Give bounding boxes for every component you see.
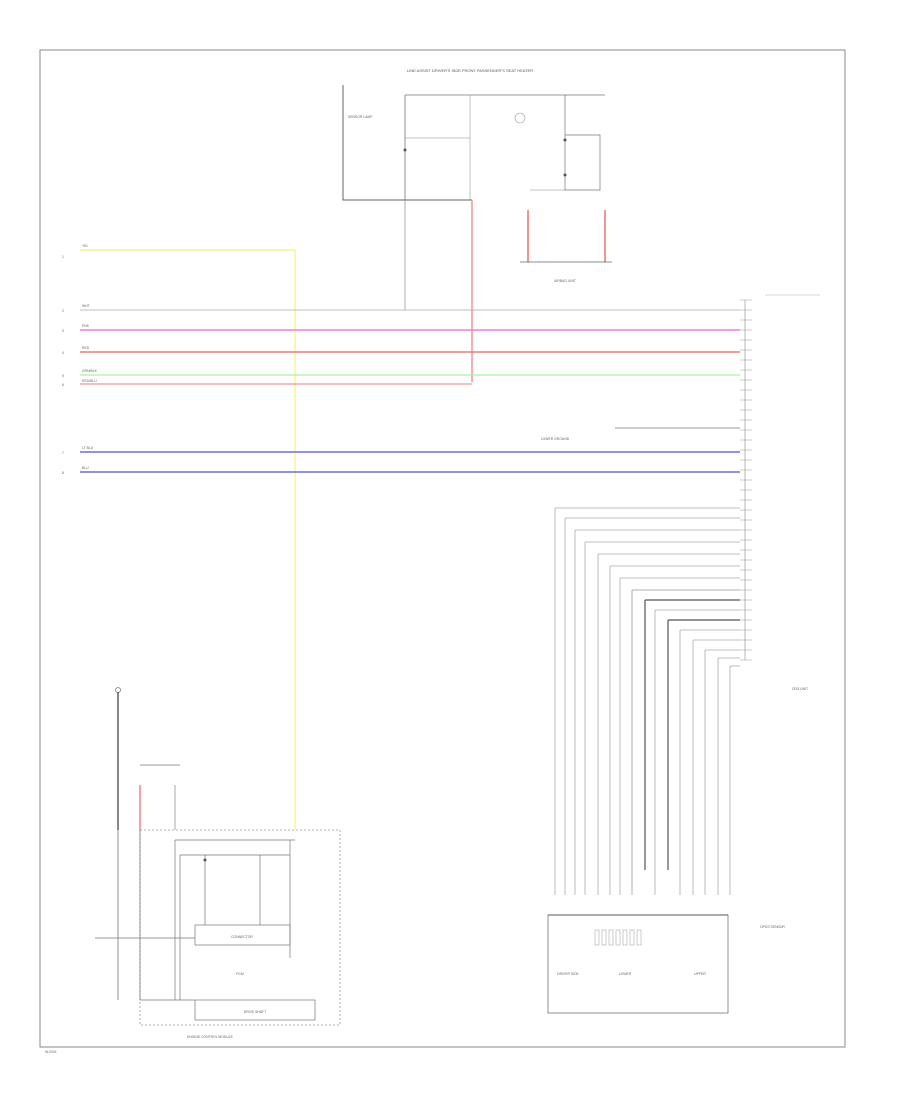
left-lower-section: CONNECTOR DRIVE SHAFT PCM ENGINE CONTROL… (95, 687, 341, 1039)
sensor-element (594, 929, 600, 946)
bulb-icon (514, 112, 526, 124)
svg-text:DRIVER SIDE: DRIVER SIDE (557, 972, 579, 976)
sensor-harness (554, 507, 740, 895)
wire-harness: YEL WHT PNK RED GRN/BLK RED/BLU LT BLU B… (62, 244, 740, 830)
top-drops: AIRBAG UNIT (404, 200, 612, 382)
pin-label: 6 (62, 383, 64, 387)
pin-label: 1 (62, 255, 64, 259)
wire-yellow-label: YEL (82, 244, 89, 248)
sensor-element (622, 929, 628, 946)
svg-text:CONNECTOR: CONNECTOR (231, 935, 253, 939)
ecm-label: ENGINE CONTROL MODULE (187, 1035, 234, 1039)
sensor-element (636, 929, 642, 946)
sensor-block-label: OPDS SENSOR (760, 925, 785, 929)
svg-text:UPPER: UPPER (694, 972, 706, 976)
diagram-frame (39, 49, 846, 1048)
svg-text:GRN/BLK: GRN/BLK (82, 369, 98, 373)
airbag-unit-label: AIRBAG UNIT (554, 279, 576, 283)
svg-text:RED: RED (82, 346, 90, 350)
sensor-element (629, 929, 635, 946)
sensor-element (615, 929, 621, 946)
sensor-element (601, 929, 607, 946)
svg-text:PNK: PNK (82, 324, 90, 328)
ecm-box (139, 829, 341, 1026)
svg-text:BLU: BLU (82, 466, 89, 470)
right-connector-label: ODS UNIT (792, 687, 808, 691)
pin-label: 5 (62, 374, 64, 378)
top-module: LINE ASSIST DRIVER'S SIDE FRONT PASSENGE… (342, 68, 605, 201)
pin-label: 3 (62, 329, 64, 333)
right-connector: ODS UNIT (740, 294, 820, 691)
svg-text:LOWER: LOWER (619, 972, 632, 976)
top-module-title: LINE ASSIST DRIVER'S SIDE FRONT PASSENGE… (407, 68, 533, 73)
pin-label: 8 (62, 471, 64, 475)
pin-label: 7 (62, 451, 64, 455)
svg-text:RED/BLU: RED/BLU (82, 379, 97, 383)
sensor-block: OPDS SENSOR DRIVER SIDE LOWER UPPER (547, 914, 785, 1014)
svg-text:LOWER GROUND: LOWER GROUND (541, 437, 570, 441)
svg-text:PCM: PCM (236, 972, 244, 976)
svg-text:WHT: WHT (82, 304, 90, 308)
svg-text:LT BLU: LT BLU (82, 446, 94, 450)
ground-icon (115, 687, 121, 693)
pin-label: 2 (62, 309, 64, 313)
svg-text:SENSOR LAMP: SENSOR LAMP (348, 115, 373, 119)
sensor-element (608, 929, 614, 946)
footer-code: W-0001 (45, 1050, 57, 1054)
svg-text:DRIVE SHAFT: DRIVE SHAFT (244, 1010, 266, 1014)
pin-label: 4 (62, 351, 64, 355)
